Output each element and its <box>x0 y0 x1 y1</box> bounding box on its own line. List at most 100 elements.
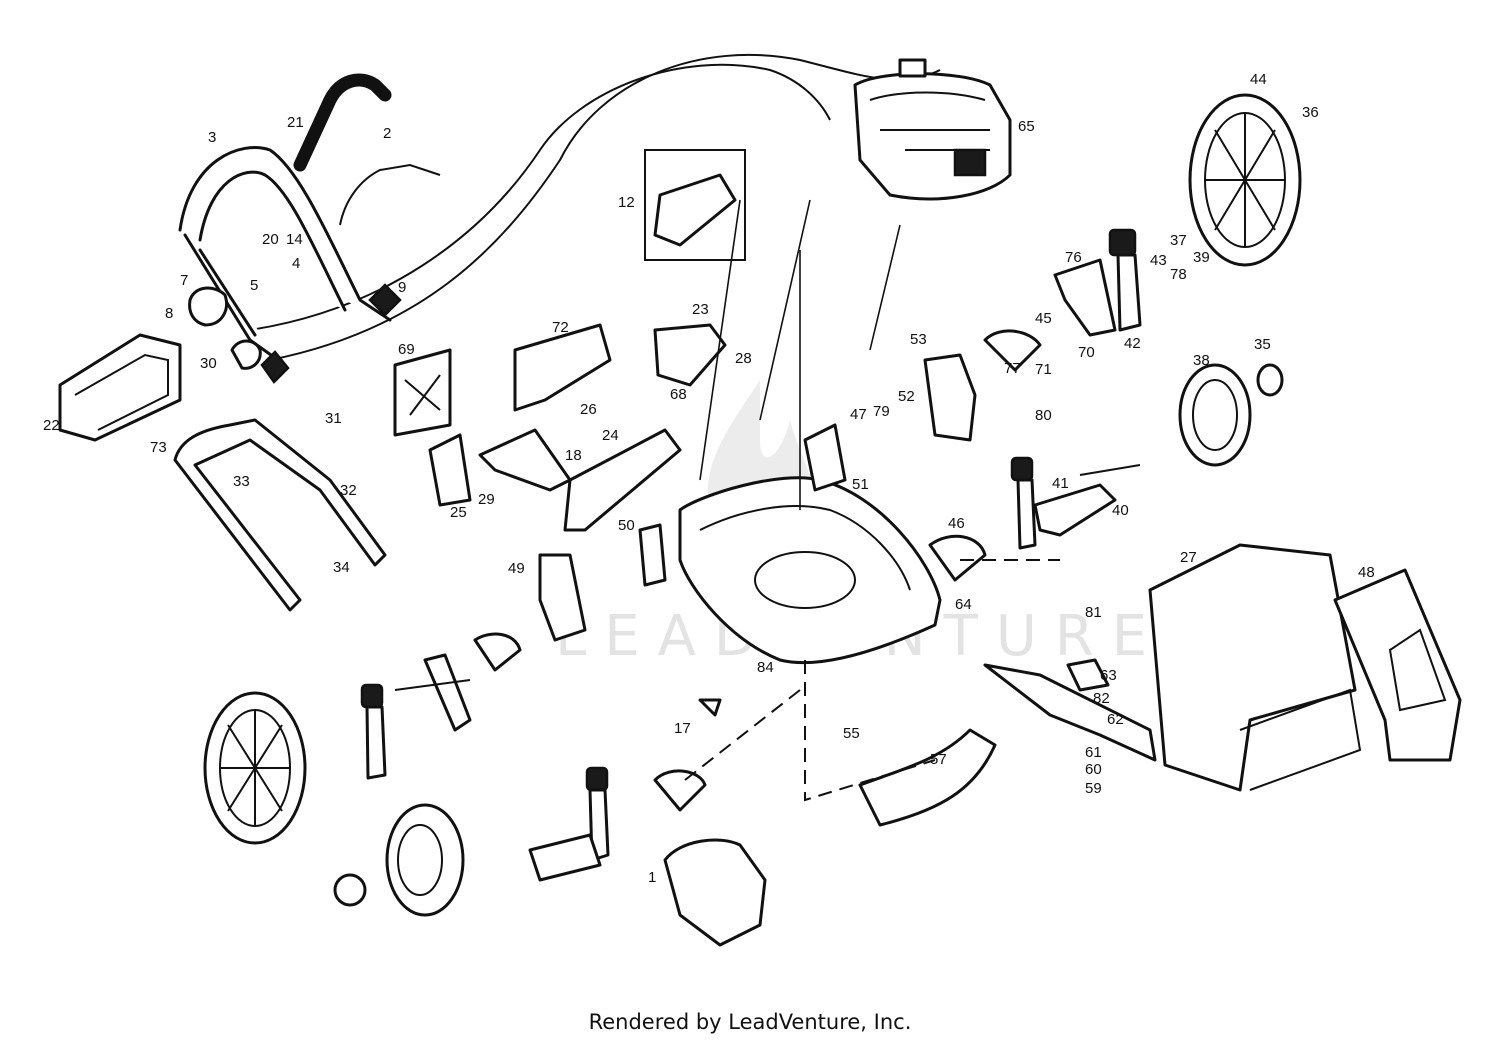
baffle-57 <box>858 728 997 827</box>
callout-71: 71 <box>1035 361 1052 378</box>
handle-bracket <box>188 286 228 327</box>
callout-53: 53 <box>910 331 927 348</box>
callout-49: 49 <box>508 560 525 577</box>
callout-55: 55 <box>843 725 860 742</box>
callout-78: 78 <box>1170 266 1187 283</box>
callout-59: 59 <box>1085 780 1102 797</box>
height-sector-mid <box>928 534 987 582</box>
callout-34: 34 <box>333 559 350 576</box>
height-sector-right <box>983 329 1042 372</box>
callout-9: 9 <box>398 279 406 296</box>
callout-22: 22 <box>43 417 60 434</box>
control-cable <box>249 63 831 331</box>
callout-69: 69 <box>398 341 415 358</box>
callout-20: 20 <box>262 231 279 248</box>
lower-handle <box>173 418 387 612</box>
axle-bracket-front-left <box>528 833 602 882</box>
hub-cap-right <box>1256 363 1284 397</box>
callout-2: 2 <box>383 125 391 142</box>
rear-wheel-right-spokes <box>1205 113 1285 247</box>
callout-52: 52 <box>898 388 915 405</box>
callout-37: 37 <box>1170 232 1187 249</box>
rear-flap <box>58 333 182 442</box>
callout-77: 77 <box>1004 360 1021 377</box>
engine-cap <box>898 58 927 78</box>
callout-72: 72 <box>552 319 569 336</box>
adjust-lever-front-right <box>1016 478 1037 550</box>
callout-41: 41 <box>1052 475 1069 492</box>
rear-wheel-left-spokes <box>220 710 290 826</box>
handle-knob-upper <box>368 283 402 317</box>
bracket-51 <box>803 423 847 492</box>
callout-70: 70 <box>1078 344 1095 361</box>
callout-31: 31 <box>325 410 342 427</box>
callout-35: 35 <box>1254 336 1271 353</box>
grass-bag-frame-bottom <box>1239 688 1362 791</box>
callout-26: 26 <box>580 401 597 418</box>
adjust-lever-right <box>1116 253 1142 332</box>
axle-front-right <box>1079 464 1141 476</box>
callout-28: 28 <box>735 350 752 367</box>
hub-cap-left <box>333 873 367 907</box>
engine-label <box>953 148 987 177</box>
height-adjuster-bracket-right <box>923 353 977 442</box>
bracket-left <box>428 433 472 507</box>
rear-flap-inner <box>74 353 169 431</box>
axle-rear-left <box>394 679 471 691</box>
callout-44: 44 <box>1250 71 1267 88</box>
deck-engine-opening <box>754 551 856 609</box>
callout-18: 18 <box>565 447 582 464</box>
callout-3: 3 <box>208 129 216 146</box>
front-wheel-right <box>1178 363 1252 467</box>
callout-27: 27 <box>1180 549 1197 566</box>
baffle-bracket <box>513 323 612 412</box>
callout-76: 76 <box>1065 249 1082 266</box>
callout-81: 81 <box>1085 604 1102 621</box>
blade-adapter <box>1066 658 1110 692</box>
callout-82: 82 <box>1093 690 1110 707</box>
adjust-lever-handle-right <box>1108 228 1137 257</box>
callout-14: 14 <box>286 231 303 248</box>
callout-7: 7 <box>180 272 188 289</box>
adjust-lever-rear-left <box>365 705 387 780</box>
grass-bag-frame <box>1333 568 1462 762</box>
upper-handle <box>178 146 392 322</box>
callout-33: 33 <box>233 473 250 490</box>
front-wheel-left-rim <box>397 824 443 896</box>
callout-46: 46 <box>948 515 965 532</box>
callout-36: 36 <box>1302 104 1319 121</box>
decal-cross <box>404 374 441 416</box>
callout-57: 57 <box>930 751 947 768</box>
height-adjuster-bracket-left <box>538 553 587 642</box>
callout-48: 48 <box>1358 564 1375 581</box>
callout-62: 62 <box>1107 711 1124 728</box>
callout-40: 40 <box>1112 502 1129 519</box>
callout-47: 47 <box>850 406 867 423</box>
engine-leaders <box>699 199 901 510</box>
rear-skirt <box>563 428 682 532</box>
mulch-plug <box>653 323 727 387</box>
lever-bracket <box>230 339 262 370</box>
side-discharge-chute <box>663 838 767 947</box>
operator-bail <box>339 163 441 226</box>
callout-84: 84 <box>757 659 774 676</box>
callout-38: 38 <box>1193 352 1210 369</box>
alignment-lines <box>684 559 1060 802</box>
adjust-lever-handle-front-right <box>1010 456 1034 482</box>
callout-39: 39 <box>1193 249 1210 266</box>
handle-grip <box>293 73 392 172</box>
callout-32: 32 <box>340 482 357 499</box>
callout-80: 80 <box>1035 407 1052 424</box>
pivot-bracket-left <box>423 653 472 732</box>
callout-45: 45 <box>1035 310 1052 327</box>
callout-50: 50 <box>618 517 635 534</box>
decal-panel <box>393 348 452 437</box>
handle-knob-lower <box>260 350 290 384</box>
callout-51: 51 <box>852 476 869 493</box>
callout-63: 63 <box>1100 667 1117 684</box>
bracket-50 <box>638 523 667 587</box>
callout-79: 79 <box>873 403 890 420</box>
callout-8: 8 <box>165 305 173 322</box>
callout-23: 23 <box>692 301 709 318</box>
callout-4: 4 <box>292 255 300 272</box>
